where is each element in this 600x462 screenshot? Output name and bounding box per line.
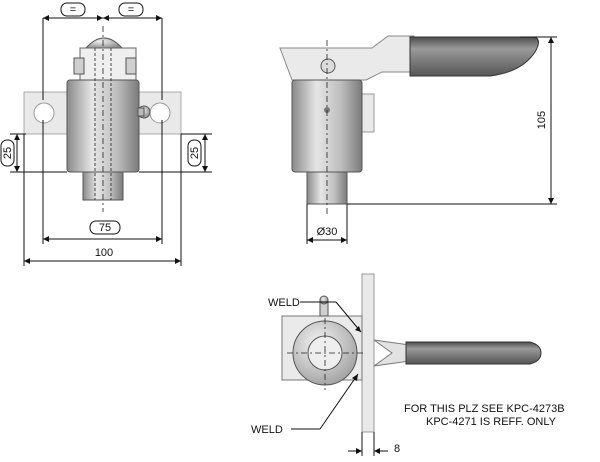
dim-equal-right: = bbox=[128, 4, 134, 16]
side-view: 105 Ø30 bbox=[279, 35, 557, 244]
dim-equal-left-badge bbox=[60, 2, 86, 17]
lever-arm bbox=[279, 35, 415, 81]
pivot-bolt bbox=[320, 58, 336, 74]
top-view: WELD WELD 8 bbox=[251, 273, 542, 456]
ball-knob bbox=[84, 37, 124, 49]
dim-100: 100 bbox=[95, 247, 113, 259]
top-plate bbox=[361, 273, 375, 433]
dim-25-right: 25 bbox=[189, 147, 201, 159]
dim-equal-right-badge bbox=[118, 2, 144, 17]
bracket-nut-left bbox=[73, 57, 85, 75]
side-handle-grip bbox=[409, 36, 539, 77]
dim-75-badge bbox=[89, 220, 121, 235]
right-mount-hole bbox=[149, 102, 171, 124]
dim-75: 75 bbox=[99, 222, 111, 234]
top-handle-grip bbox=[405, 341, 542, 365]
note-line-2: KPC-4271 IS REFF. ONLY bbox=[426, 416, 557, 428]
front-view: = = 25 25 75 100 bbox=[0, 2, 212, 266]
bracket-nut-right bbox=[125, 57, 137, 75]
dim-8: 8 bbox=[394, 443, 400, 455]
dim-25-right-badge bbox=[187, 139, 202, 167]
weld-label-bottom: WELD bbox=[251, 424, 283, 436]
top-grease-nipple bbox=[319, 295, 329, 305]
top-lever-link bbox=[373, 339, 411, 367]
left-mount-hole bbox=[33, 102, 55, 124]
weld-label-top: WELD bbox=[268, 297, 300, 309]
dim-25-left-badge bbox=[0, 139, 15, 167]
note-line-1: FOR THIS PLZ SEE KPC-4273B bbox=[404, 403, 565, 415]
dim-dia30: Ø30 bbox=[317, 226, 338, 238]
dim-105: 105 bbox=[536, 111, 548, 129]
side-base-plate bbox=[361, 93, 375, 133]
dim-25-left: 25 bbox=[2, 147, 14, 159]
dim-equal-left: = bbox=[70, 4, 76, 16]
